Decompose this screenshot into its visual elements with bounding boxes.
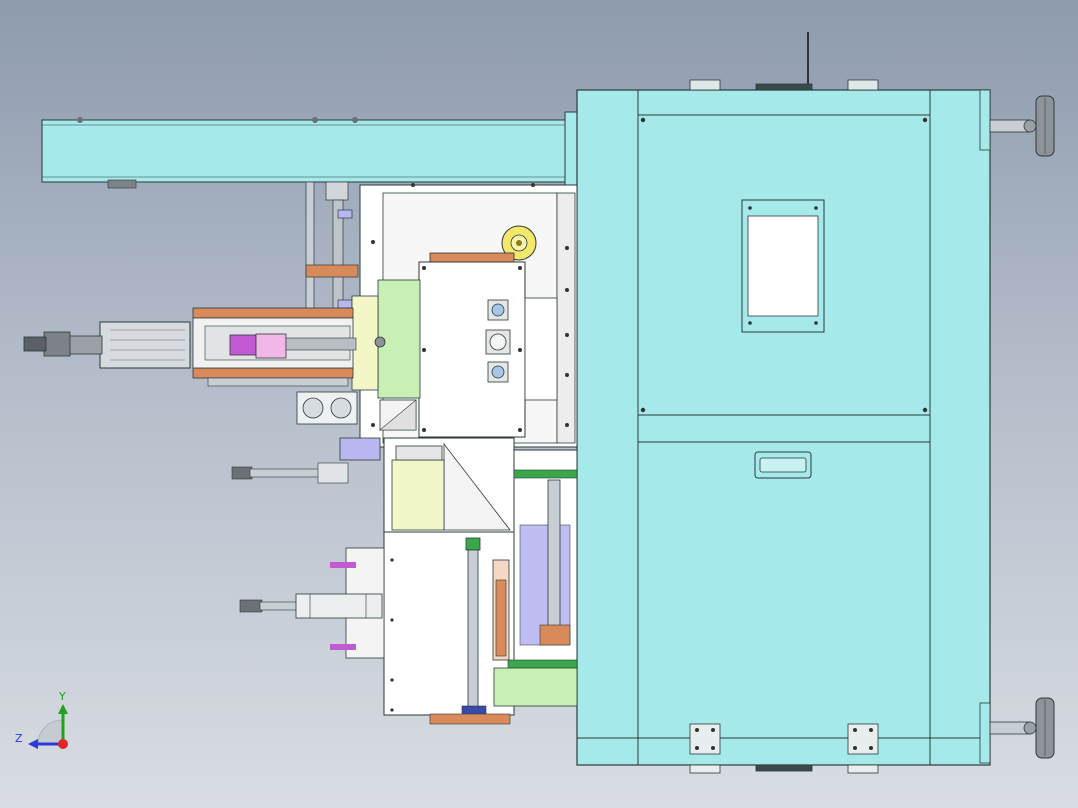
control-box	[418, 261, 558, 438]
pulley-wheel	[501, 225, 537, 261]
bottom-rail	[429, 713, 511, 725]
bottom-hinges	[689, 723, 879, 774]
z-axis-label: Z	[15, 732, 23, 745]
guide-rods	[305, 181, 359, 313]
right-mechanism	[493, 449, 578, 707]
leveling-foot-top	[989, 95, 1055, 157]
main-cabinet	[576, 32, 991, 774]
beam-roller	[107, 179, 137, 189]
lower-module	[339, 437, 515, 717]
lower-door-panel[interactable]	[637, 441, 931, 739]
leveling-foot-bottom	[989, 697, 1055, 759]
top-hinges	[689, 79, 879, 91]
lower-cylinders	[231, 462, 385, 659]
purple-coupling	[229, 334, 257, 356]
horizontal-cylinder-assembly	[23, 307, 386, 387]
panel-screws	[640, 117, 928, 413]
axis-triad: Y Z	[15, 690, 68, 749]
viewing-window-glass	[747, 215, 819, 317]
twin-idlers	[296, 391, 358, 425]
top-beam	[41, 111, 578, 191]
beam-bolts	[77, 117, 358, 123]
y-axis-label: Y	[58, 690, 66, 703]
